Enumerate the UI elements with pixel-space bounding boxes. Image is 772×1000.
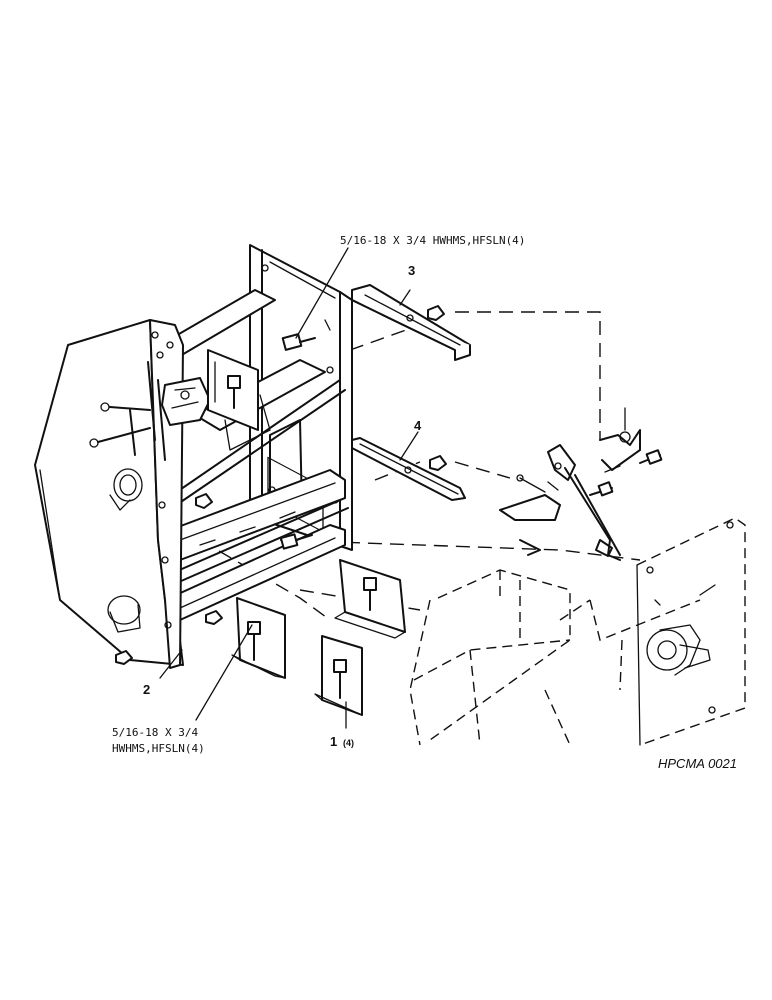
part-2-label: 2 xyxy=(143,682,150,697)
part-4-label: 4 xyxy=(414,418,422,433)
hex-bolt xyxy=(227,375,241,409)
leader-lines xyxy=(159,247,419,729)
part-1-shield xyxy=(231,597,286,679)
part-1-label: 1 xyxy=(330,734,337,749)
flange-nut xyxy=(115,650,133,665)
part-1-quantity: (4) xyxy=(343,738,354,748)
flange-nut xyxy=(427,305,445,321)
bracket-bolt xyxy=(639,449,663,465)
part-1-shield xyxy=(314,635,363,716)
part-1-shield xyxy=(334,559,406,639)
flange-nut xyxy=(429,455,447,471)
part-3-label: 3 xyxy=(408,263,415,278)
bracket-bolt xyxy=(589,481,614,497)
ghost-machine-frame xyxy=(409,569,701,746)
upper-guard-plate xyxy=(207,349,259,431)
hex-bolt xyxy=(279,533,313,550)
bottom-fastener-callout-line1: 5/16-18 X 3/4 xyxy=(112,726,198,739)
top-fastener-callout: 5/16-18 X 3/4 HWHMS,HFSLN(4) xyxy=(340,234,525,247)
linkage-bracket-assembly xyxy=(499,407,663,561)
figure-code: HPCMA 0021 xyxy=(658,756,737,771)
part-4-strap-bracket xyxy=(351,437,466,501)
side-panel xyxy=(34,319,211,669)
gearbox-mount-plate xyxy=(636,517,746,746)
part-3-angle-bracket xyxy=(351,284,471,361)
flange-nut xyxy=(195,493,213,509)
bottom-fastener-callout-line2: HWHMS,HFSLN(4) xyxy=(112,742,205,755)
flange-nut xyxy=(205,610,223,625)
